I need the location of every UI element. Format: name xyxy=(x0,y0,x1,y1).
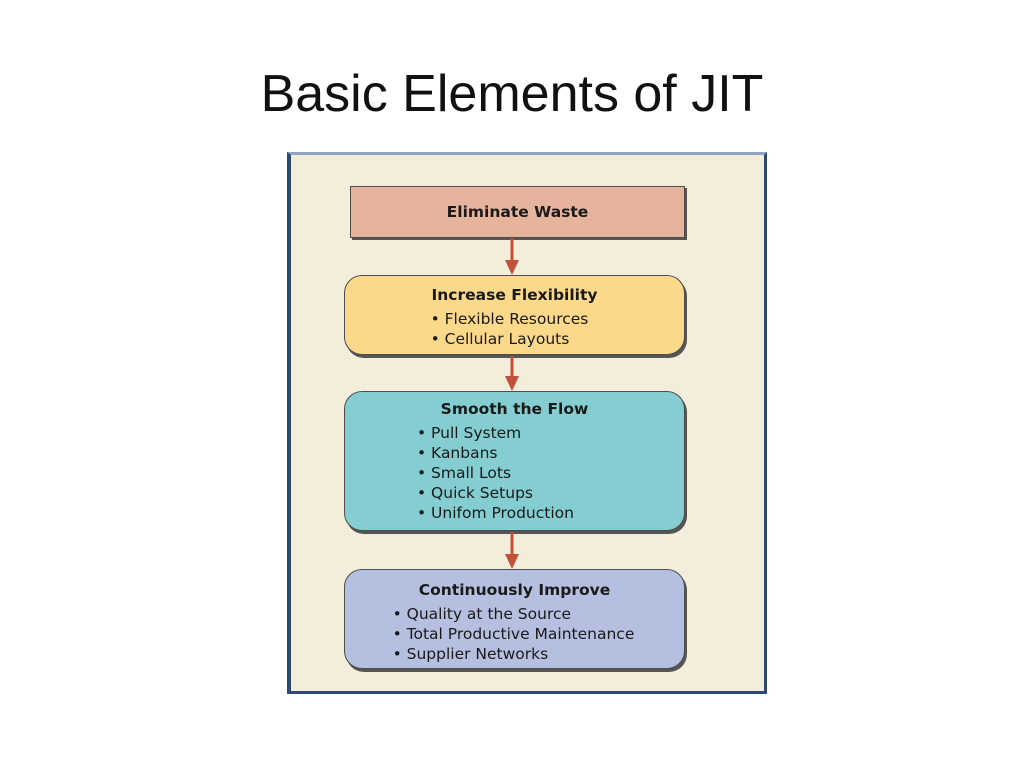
smooth-the-flow-list: Pull System Kanbans Small Lots Quick Set… xyxy=(417,423,574,523)
continuously-improve-title: Continuously Improve xyxy=(418,581,611,599)
increase-flexibility-list: Flexible Resources Cellular Layouts xyxy=(431,309,589,349)
list-item: Flexible Resources xyxy=(431,309,589,329)
increase-flexibility-title: Increase Flexibility xyxy=(431,286,598,304)
list-item: Cellular Layouts xyxy=(431,329,589,349)
increase-flexibility-box: Increase Flexibility Flexible Resources … xyxy=(344,275,685,355)
list-item: Total Productive Maintenance xyxy=(393,624,635,644)
arrow-down-icon xyxy=(505,238,519,275)
eliminate-waste-box: Eliminate Waste xyxy=(350,186,685,238)
arrow-down-icon xyxy=(505,356,519,391)
eliminate-waste-title: Eliminate Waste xyxy=(446,203,589,221)
smooth-the-flow-title: Smooth the Flow xyxy=(440,400,589,418)
list-item: Quick Setups xyxy=(417,483,574,503)
list-item: Unifom Production xyxy=(417,503,574,523)
list-item: Supplier Networks xyxy=(393,644,635,664)
list-item: Kanbans xyxy=(417,443,574,463)
slide-title: Basic Elements of JIT xyxy=(260,65,764,123)
continuously-improve-box: Continuously Improve Quality at the Sour… xyxy=(344,569,685,669)
list-item: Small Lots xyxy=(417,463,574,483)
list-item: Pull System xyxy=(417,423,574,443)
jit-diagram: Eliminate Waste Increase Flexibility Fle… xyxy=(287,152,767,694)
list-item: Quality at the Source xyxy=(393,604,635,624)
continuously-improve-list: Quality at the Source Total Productive M… xyxy=(393,604,635,664)
arrow-down-icon xyxy=(505,532,519,569)
smooth-the-flow-box: Smooth the Flow Pull System Kanbans Smal… xyxy=(344,391,685,531)
